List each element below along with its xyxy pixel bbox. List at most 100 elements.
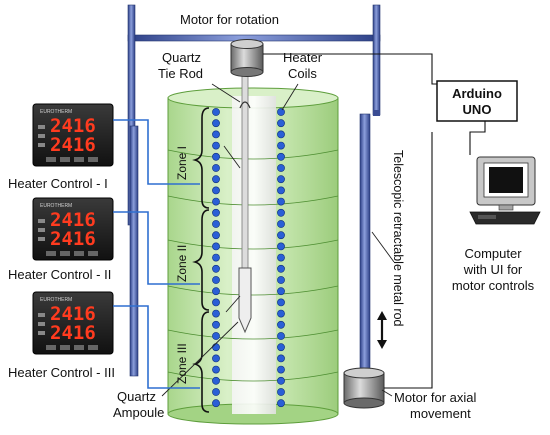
heater-coil-dot (277, 332, 285, 340)
zone1-leader (223, 145, 241, 169)
motor-axial-icon (343, 367, 385, 409)
telescopic-rod (359, 110, 380, 373)
telescopic-rod-label: Telescopic retractable metal rod (391, 150, 405, 327)
controller-brand-3: EUROTHERM (40, 297, 72, 303)
heater-coil-dot (277, 309, 285, 318)
motor-rotation-label: Motor for rotation (180, 12, 279, 27)
heater-coil-dot (212, 376, 220, 385)
quartz-ampoule-label-2: Ampoule (113, 405, 164, 420)
heater-coil-dot (212, 220, 220, 228)
heater-control-label-1: Heater Control - I (8, 176, 108, 191)
left-support-rod (129, 125, 139, 377)
motor-rotation-icon (230, 39, 264, 77)
heater-coil-dot (277, 220, 285, 228)
heater-coil-dot (212, 152, 220, 161)
heater-coil-dot (277, 152, 285, 161)
arduino-label-1: Arduino (452, 86, 502, 101)
heater-control-1: EUROTHERM 2416 2416 (32, 103, 114, 167)
heater-coil-dot (212, 287, 220, 296)
controller-brand-2: EUROTHERM (40, 203, 72, 209)
controller-display-top-2: 2416 (50, 209, 96, 231)
furnace-rings (167, 149, 339, 382)
heater-coil-dot (212, 343, 220, 352)
ampoule-inner-leader (225, 295, 241, 313)
heater-coil-dot (277, 164, 285, 172)
heater-coil-dot (212, 242, 220, 251)
heater-coil-dot (212, 164, 220, 172)
quartz-tie-rod-label-1: Quartz (162, 50, 201, 65)
heater-coil-dot (277, 108, 285, 116)
heater-coil-dot (277, 175, 285, 184)
zone-label-3: Zone III (175, 343, 189, 384)
heater-coil-dot (212, 298, 220, 307)
arduino-label-2: UNO (463, 102, 492, 117)
heater-coils-label-1: Heater (283, 50, 323, 65)
heater-coil-dot (212, 186, 220, 195)
heater-coil-dot (277, 287, 285, 296)
heater-coil-dot (277, 298, 285, 307)
heater-coil-dot (277, 399, 285, 408)
arrow-updown-icon (377, 311, 387, 349)
controller-display-bottom-2: 2416 (50, 228, 96, 250)
coils-leader (281, 83, 299, 111)
heater-coil-dot (277, 231, 285, 240)
axial-leader (381, 389, 393, 397)
quartz-tie-rod-label-2: Tie Rod (158, 66, 203, 81)
heater-coil-dot (212, 130, 220, 139)
heater-coil-dot (277, 388, 285, 396)
controller-display-bottom-3: 2416 (50, 322, 96, 344)
heater-coil-dot (212, 309, 220, 318)
tie-rod-leader (211, 83, 241, 103)
heater-coils-label-2: Coils (288, 66, 317, 81)
controller-display-bottom-1: 2416 (50, 134, 96, 156)
computer-label-1: Computer (464, 246, 522, 261)
heater-coil-dot (277, 130, 285, 139)
heater-coil-dot (277, 343, 285, 352)
controller-brand-1: EUROTHERM (40, 109, 72, 115)
controller-display-top-1: 2416 (50, 115, 96, 137)
heater-coil-dot (212, 365, 220, 374)
heater-coil-dot (212, 399, 220, 408)
heater-coil-dot (212, 276, 220, 284)
heater-coil-dot (212, 108, 220, 116)
heater-coil-dot (277, 186, 285, 195)
heater-coil-dot (212, 119, 220, 128)
heater-coil-dot (212, 354, 220, 363)
zone-label-1: Zone I (175, 146, 189, 180)
heater-coil-dot (212, 253, 220, 262)
heater-coils (212, 108, 285, 408)
heater-coil-dot (277, 141, 285, 150)
heater-coil-dot (277, 119, 285, 128)
controller-display-top-3: 2416 (50, 303, 96, 325)
heater-coil-dot (277, 376, 285, 385)
heater-control-label-3: Heater Control - III (8, 365, 115, 380)
zone-label-2: Zone II (175, 245, 189, 282)
heater-coil-dot (212, 264, 220, 273)
computer-icon (469, 156, 541, 225)
heater-coil-dot (277, 197, 285, 206)
heater-coil-dot (212, 231, 220, 240)
heater-control-3: EUROTHERM 2416 2416 (32, 291, 114, 355)
heater-coil-dot (212, 320, 220, 329)
ampoule-leader (161, 321, 239, 397)
computer-label-3: motor controls (452, 278, 535, 293)
quartz-ampoule (238, 267, 252, 334)
quartz-ampoule-label-1: Quartz (117, 389, 156, 404)
heater-coil-dot (212, 175, 220, 184)
motor-axial-label-1: Motor for axial (394, 390, 476, 405)
controller-wiring (113, 119, 200, 389)
heater-coil-dot (212, 141, 220, 150)
arduino-box: Arduino UNO (436, 80, 518, 122)
heater-coil-dot (277, 208, 285, 217)
computer-label-2: with UI for (463, 262, 523, 277)
furnace-body (167, 87, 339, 425)
heater-coil-dot (277, 320, 285, 329)
heater-coil-dot (277, 276, 285, 284)
heater-control-label-2: Heater Control - II (8, 267, 111, 282)
heater-coil-dot (277, 354, 285, 363)
heater-coil-dot (212, 332, 220, 340)
heater-coil-dot (277, 264, 285, 273)
heater-coil-dot (212, 388, 220, 396)
motor-axial-label-2: movement (410, 406, 471, 421)
